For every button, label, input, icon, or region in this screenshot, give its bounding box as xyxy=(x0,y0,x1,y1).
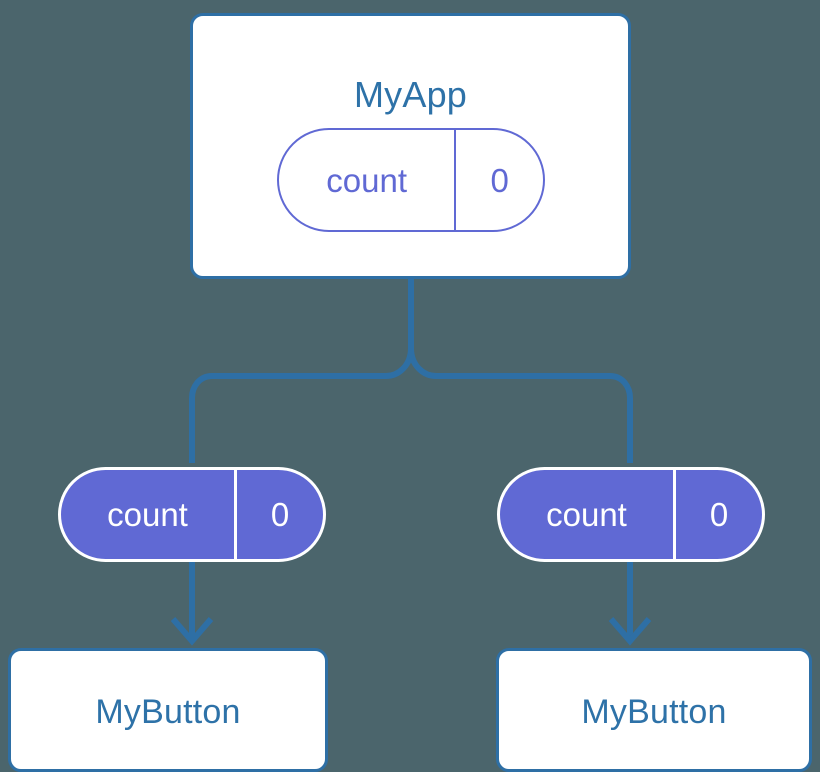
prop-pill-left[interactable]: count 0 xyxy=(58,467,326,562)
component-title-myapp: MyApp xyxy=(353,74,468,115)
arrow-head-left xyxy=(170,617,214,646)
branch-left xyxy=(189,347,414,463)
component-title-mybutton-left: MyButton xyxy=(95,693,241,731)
arrow-head-right xyxy=(608,617,652,646)
state-value-root: 0 xyxy=(454,130,543,230)
state-pill-root[interactable]: count 0 xyxy=(277,128,545,232)
prop-key-right: count xyxy=(546,496,627,533)
component-title-mybutton-right: MyButton xyxy=(581,693,727,731)
branch-right xyxy=(408,347,633,463)
component-box-mybutton-left[interactable]: MyButton xyxy=(8,648,328,772)
prop-key-left: count xyxy=(107,496,188,533)
prop-pill-right[interactable]: count 0 xyxy=(497,467,765,562)
prop-value-left: 0 xyxy=(234,470,323,559)
component-box-mybutton-right[interactable]: MyButton xyxy=(496,648,812,772)
state-key-root: count xyxy=(326,161,408,199)
prop-value-right: 0 xyxy=(673,470,762,559)
